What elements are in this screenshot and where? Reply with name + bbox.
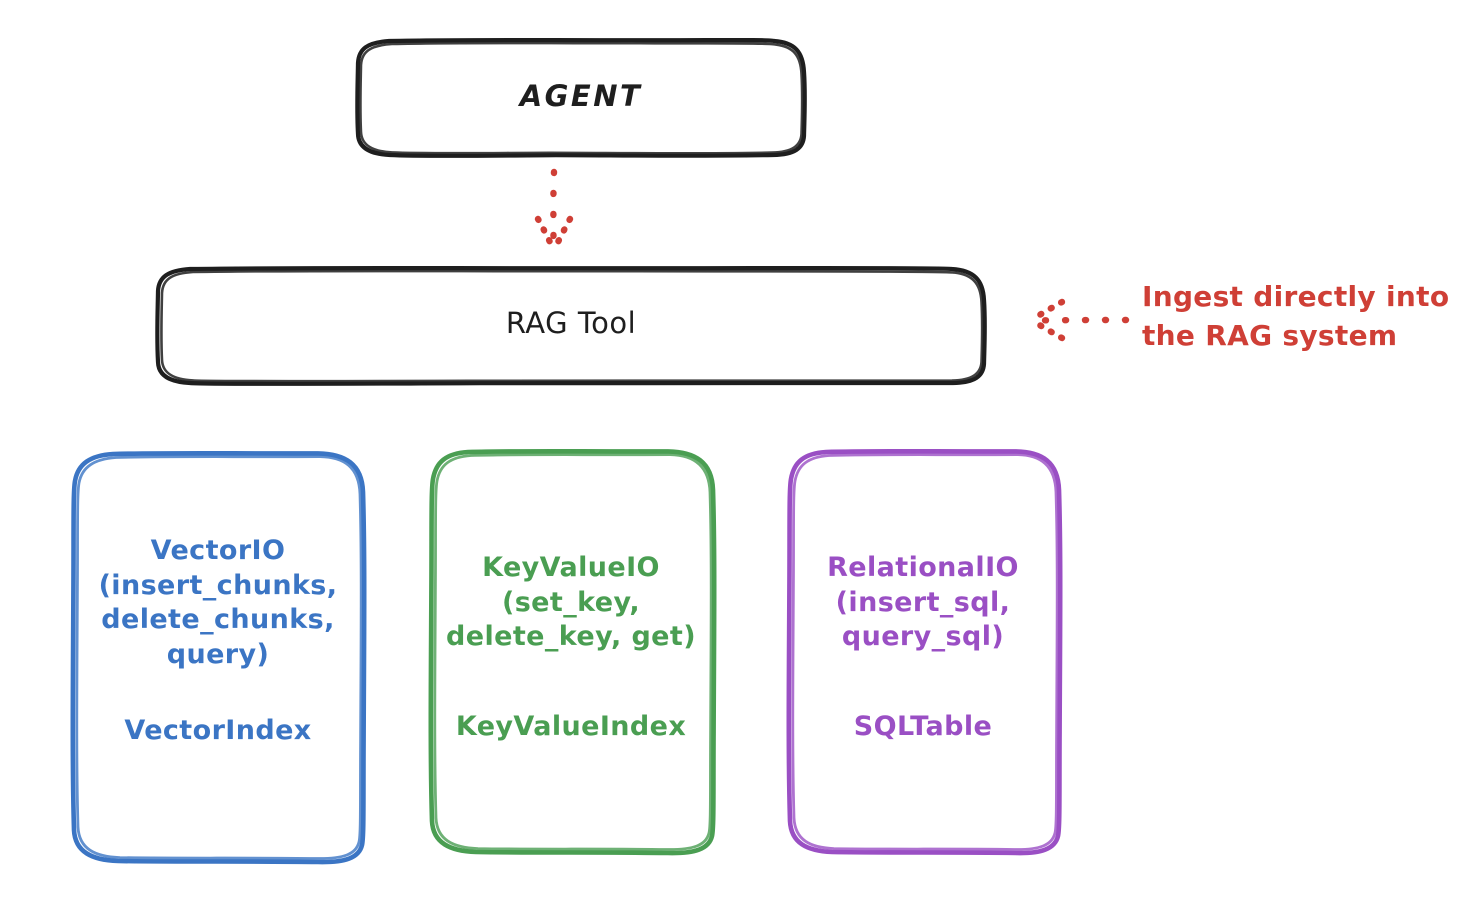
relational-io-box-outline-second — [791, 453, 1059, 851]
relational-io-box-outline — [786, 448, 1063, 856]
arrow-shaft — [550, 168, 558, 256]
agent-box-outline-second — [359, 41, 804, 155]
rag-tool-box-outline-second — [160, 269, 984, 383]
agent-to-rag-tool-arrow — [534, 168, 574, 256]
rag-tool-node[interactable] — [155, 265, 987, 386]
agent-node[interactable] — [355, 37, 807, 158]
agent-box-outline — [355, 37, 807, 158]
note-arrow-head-bottom — [1027, 316, 1066, 342]
relational-io-node[interactable] — [786, 448, 1063, 856]
note-arrow-head-top — [1027, 298, 1066, 324]
vector-io-node[interactable] — [70, 450, 367, 865]
arrow-head-left — [534, 215, 558, 254]
keyvalue-io-box-outline-second — [433, 453, 713, 851]
ingest-note-arrow — [1027, 298, 1130, 342]
keyvalue-io-box-outline — [428, 448, 717, 856]
note-arrow-shaft — [1028, 316, 1130, 324]
vector-io-box-outline — [70, 450, 367, 865]
rag-tool-box-outline — [155, 265, 987, 386]
keyvalue-io-node[interactable] — [428, 448, 717, 856]
vector-io-box-outline-second — [75, 455, 363, 860]
arrow-head-right — [550, 215, 574, 254]
